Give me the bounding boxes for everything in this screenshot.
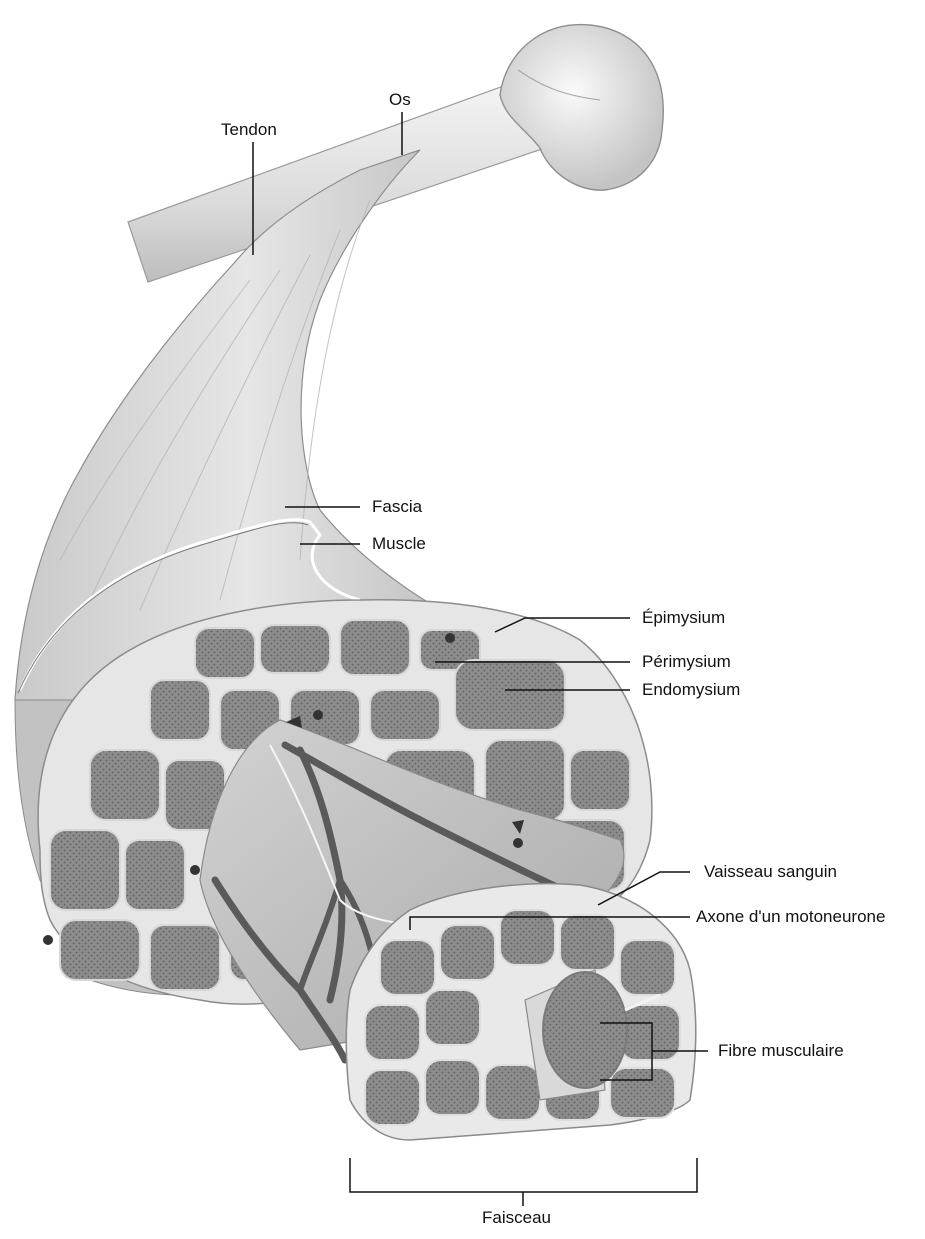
label-endomysium: Endomysium xyxy=(642,680,740,700)
label-vaisseau-sanguin: Vaisseau sanguin xyxy=(704,862,837,882)
label-epimysium: Épimysium xyxy=(642,608,725,628)
label-fibre-musculaire: Fibre musculaire xyxy=(718,1041,844,1061)
label-axone: Axone d'un motoneurone xyxy=(696,907,885,927)
label-perimysium: Périmysium xyxy=(642,652,731,672)
label-os: Os xyxy=(389,90,411,110)
label-fascia: Fascia xyxy=(372,497,422,517)
bone-head xyxy=(500,25,663,191)
label-muscle: Muscle xyxy=(372,534,426,554)
label-faisceau: Faisceau xyxy=(482,1208,551,1228)
label-tendon: Tendon xyxy=(221,120,277,140)
